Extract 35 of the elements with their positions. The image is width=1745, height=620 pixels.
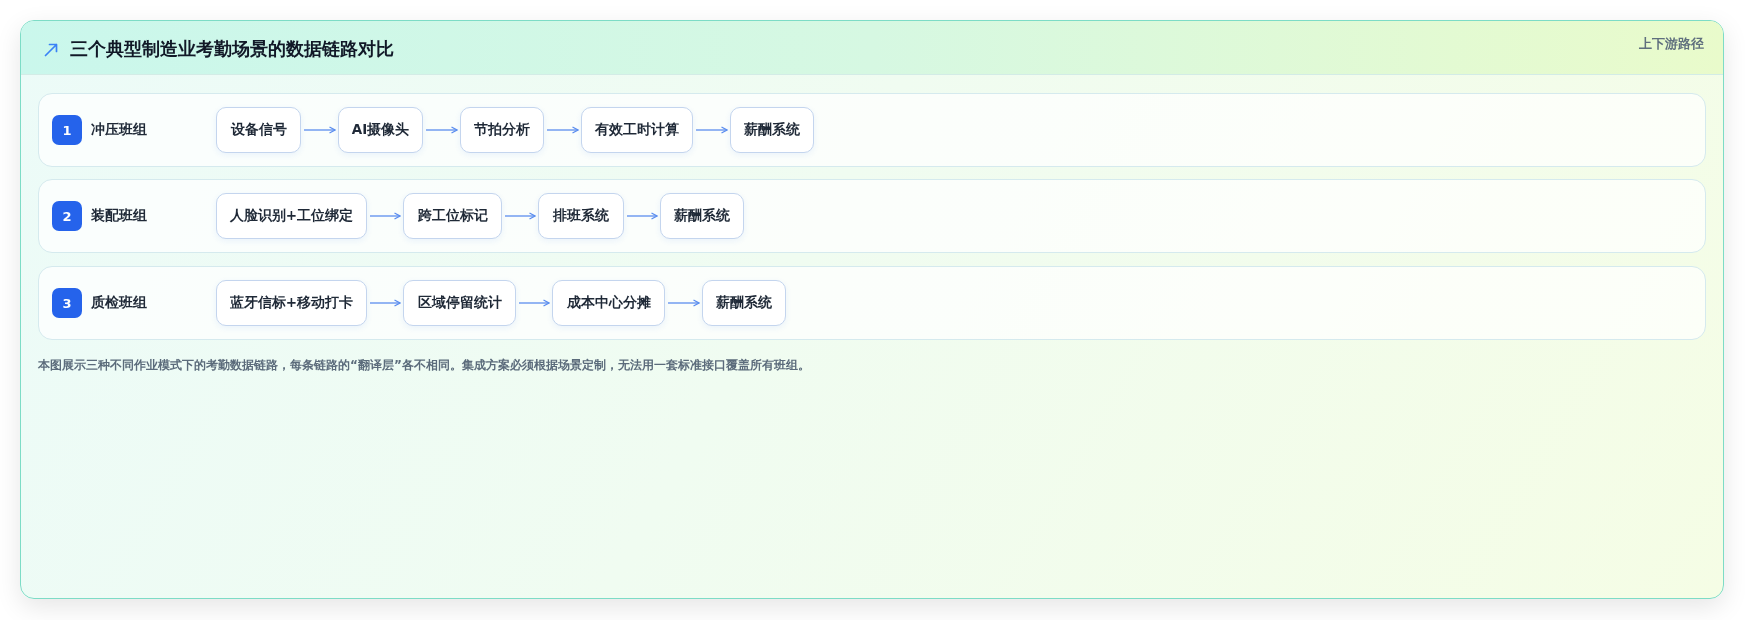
arrow — [626, 212, 658, 220]
row-panel — [38, 266, 1706, 340]
number-badge: 1 — [52, 115, 82, 145]
step-box: 成本中心分摊 — [552, 280, 665, 326]
arrow — [695, 126, 728, 134]
step-box: 人脸识别+工位绑定 — [216, 193, 367, 239]
row-panel — [38, 179, 1706, 253]
title: 三个典型制造业考勤场景的数据链路对比 — [70, 38, 394, 60]
number-badge: 3 — [52, 288, 82, 318]
arrow — [369, 299, 401, 307]
step-box: 薪酬系统 — [660, 193, 744, 239]
step-box: 设备信号 — [216, 107, 301, 153]
step-box: 蓝牙信标+移动打卡 — [216, 280, 367, 326]
arrow — [546, 126, 579, 134]
step-box: 有效工时计算 — [581, 107, 693, 153]
arrow — [518, 299, 550, 307]
step-box: 薪酬系统 — [702, 280, 786, 326]
step-box: 跨工位标记 — [403, 193, 502, 239]
group-label: 质检班组 — [91, 293, 147, 312]
arrow — [425, 126, 458, 134]
number-badge: 2 — [52, 201, 82, 231]
caption: 本图展示三种不同作业模式下的考勤数据链路，每条链路的“翻译层”各不相同。集成方案必须根据场景定制，无法用一套标准接口覆盖所有班组。 — [38, 357, 810, 374]
step-box: 薪酬系统 — [730, 107, 814, 153]
arrow — [303, 126, 336, 134]
step-box: 排班系统 — [538, 193, 624, 239]
step-box: 节拍分析 — [460, 107, 544, 153]
arrow — [504, 212, 536, 220]
arrow — [667, 299, 700, 307]
group-label: 装配班组 — [91, 206, 147, 225]
header-label: 上下游路径 — [1639, 36, 1704, 52]
step-box: AI摄像头 — [338, 107, 423, 153]
step-box: 区域停留统计 — [403, 280, 516, 326]
arrow — [369, 212, 401, 220]
group-label: 冲压班组 — [91, 120, 147, 139]
row-panel — [38, 93, 1706, 167]
